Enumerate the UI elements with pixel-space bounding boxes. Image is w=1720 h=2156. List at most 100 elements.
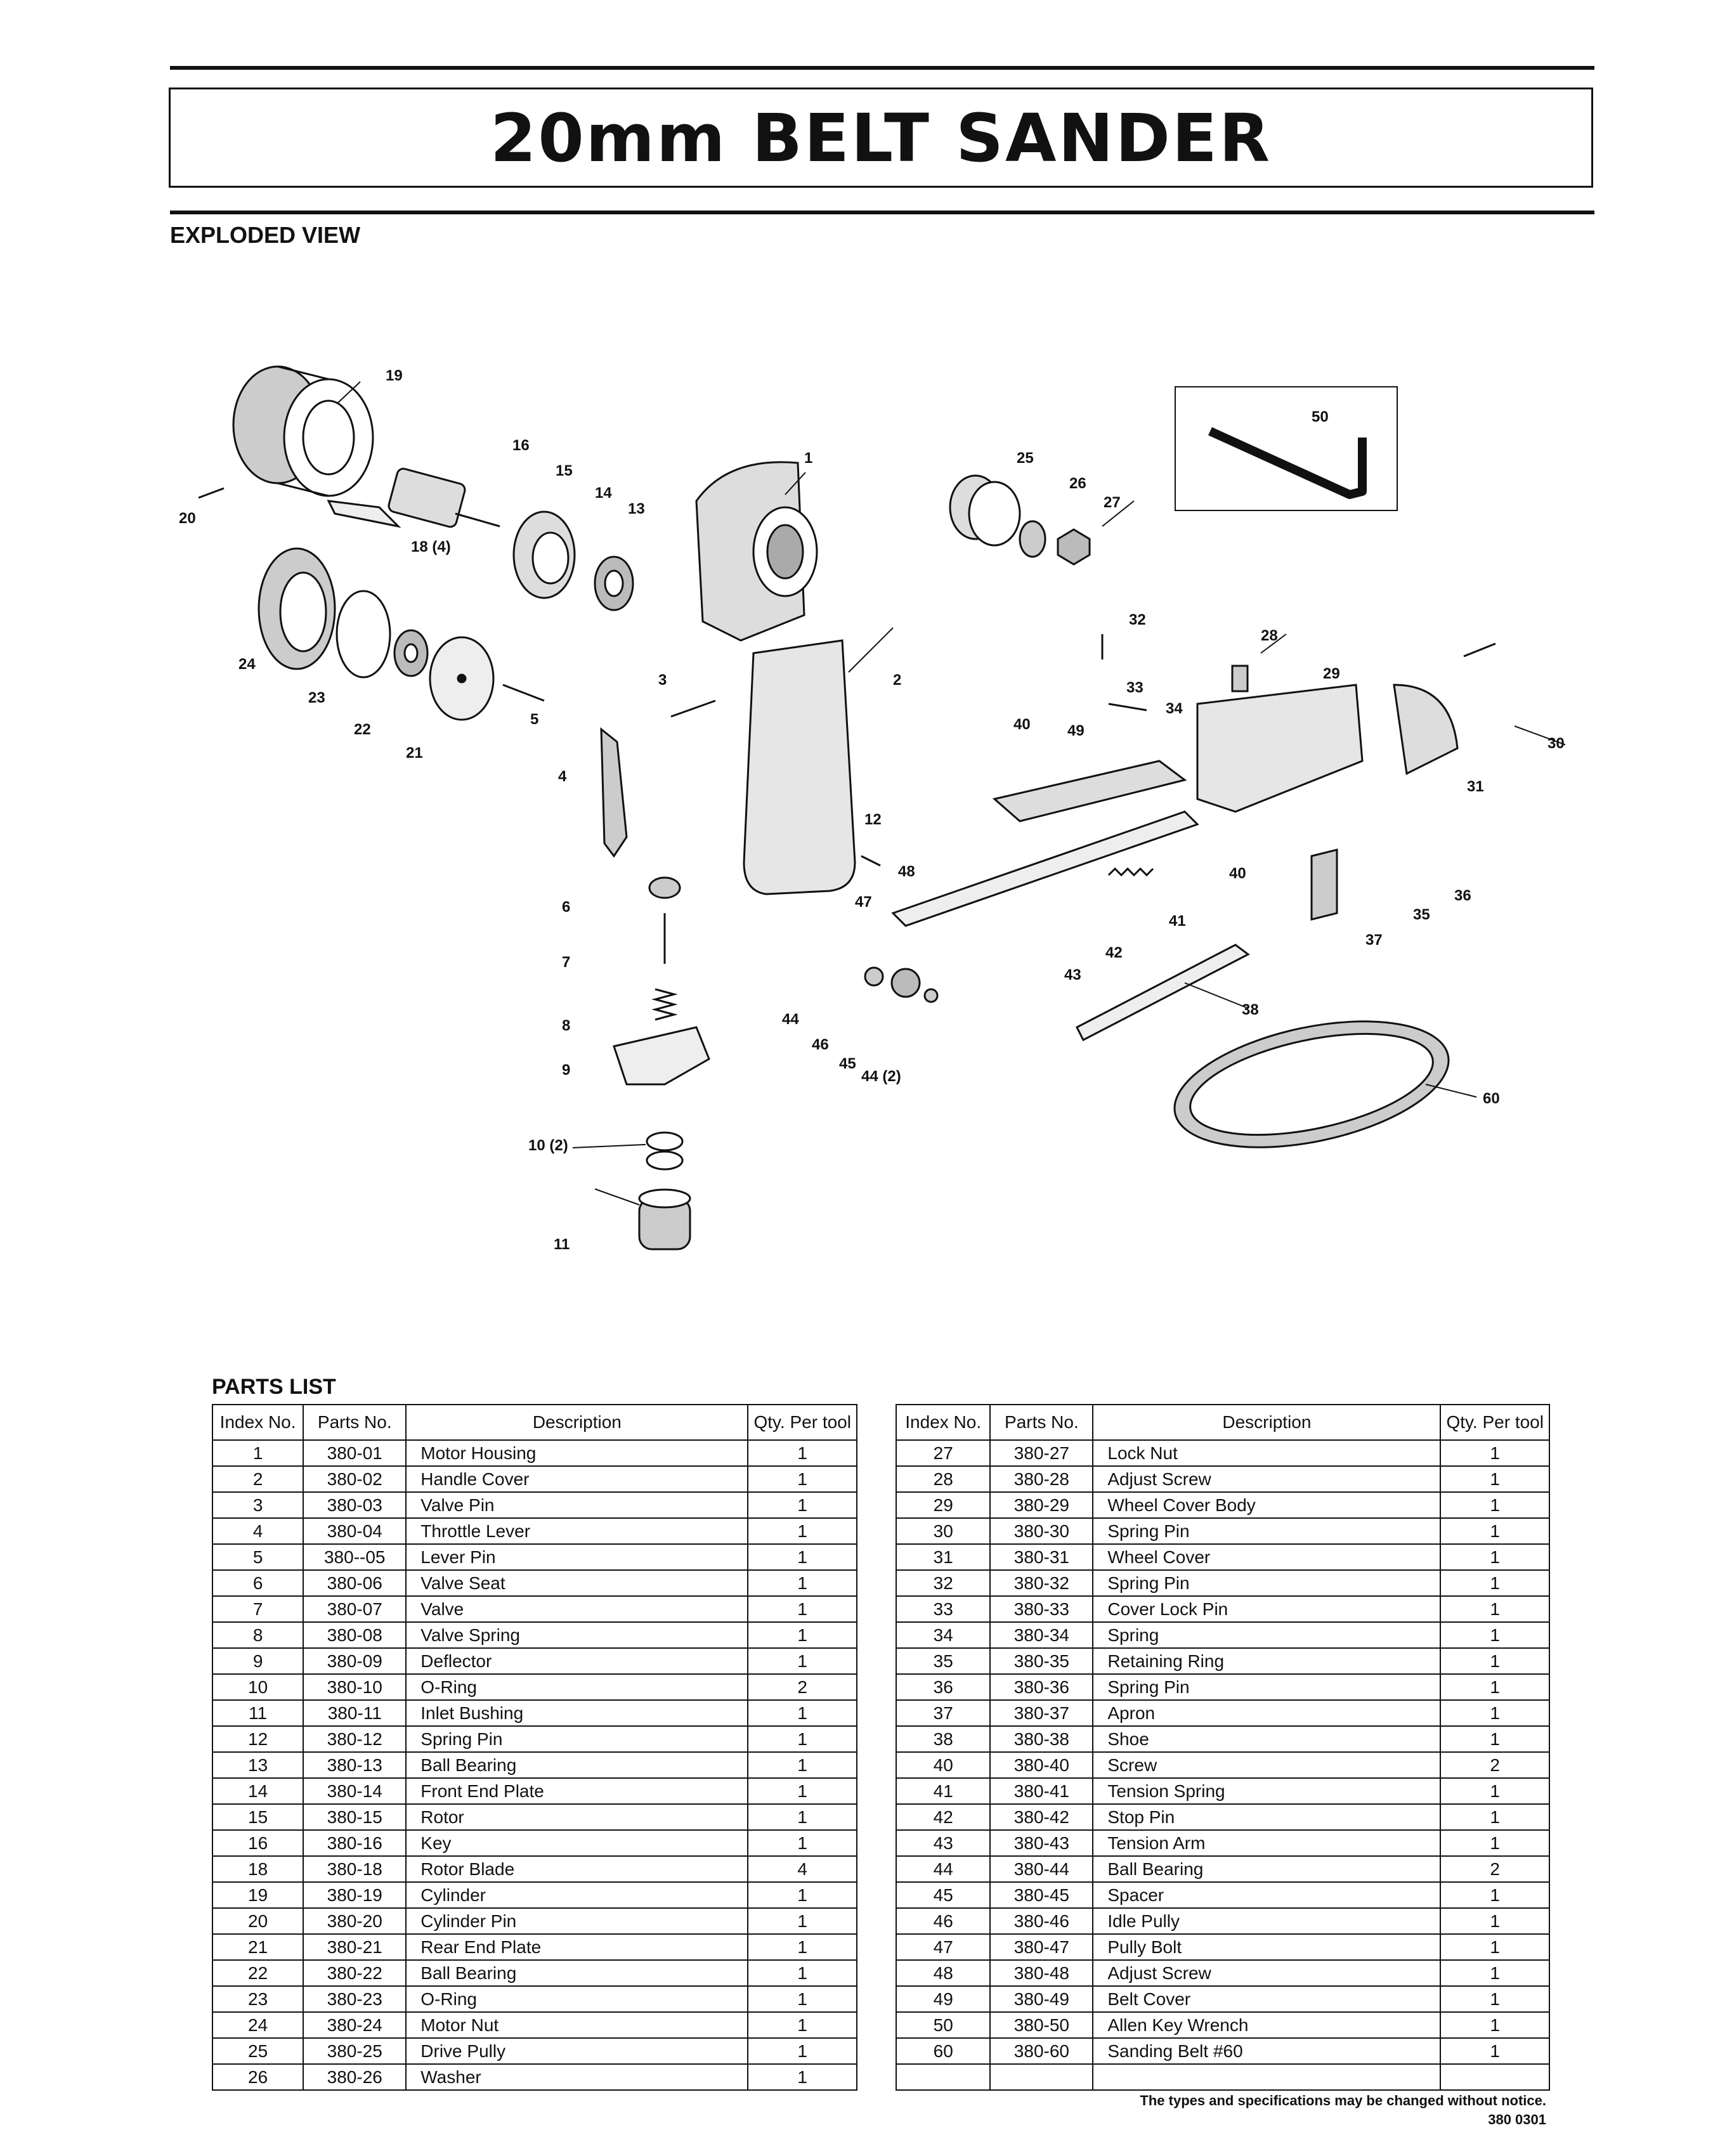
cell-qty: 1 — [747, 1517, 857, 1545]
diagram-label: 29 — [1323, 665, 1340, 682]
cell-description: Wheel Cover Body — [1092, 1491, 1442, 1519]
cell-index — [895, 2063, 991, 2091]
cell-qty: 1 — [1440, 1725, 1550, 1753]
cell-index: 42 — [895, 1803, 991, 1831]
cell-index: 29 — [895, 1491, 991, 1519]
table-row — [895, 2063, 1550, 2091]
cell-description: Adjust Screw — [1092, 1465, 1442, 1493]
diagram-label: 27 — [1104, 494, 1121, 511]
cell-qty: 1 — [747, 1725, 857, 1753]
apron-part — [1310, 848, 1338, 921]
parts-table-right: Index No. Parts No. Description Qty. Per… — [895, 1404, 1550, 2091]
cell-qty: 4 — [747, 1855, 857, 1883]
cell-part-no: 380-27 — [989, 1439, 1094, 1467]
cell-part-no: 380-15 — [303, 1803, 407, 1831]
cell-description: Valve Seat — [405, 1569, 749, 1597]
cylinder-pin-part — [198, 487, 225, 499]
cell-part-no: 380-31 — [989, 1543, 1094, 1571]
cell-part-no: 380-43 — [989, 1829, 1094, 1857]
wheel-cover-body-part — [1196, 684, 1364, 813]
title-box: 20mm BELT SANDER — [169, 88, 1593, 188]
diagram-label: 50 — [1312, 408, 1329, 425]
cell-description: Valve — [405, 1595, 749, 1623]
cell-qty: 1 — [747, 2037, 857, 2065]
cell-index: 25 — [211, 2037, 304, 2065]
cell-qty: 1 — [1440, 1699, 1550, 1727]
diagram-label: 41 — [1169, 912, 1186, 930]
cell-index: 40 — [895, 1751, 991, 1779]
cell-part-no: 380-30 — [989, 1517, 1094, 1545]
cell-qty: 1 — [1440, 1491, 1550, 1519]
diagram-label: 49 — [1067, 722, 1085, 739]
diagram-label: 60 — [1483, 1090, 1500, 1107]
cell-part-no: 380-16 — [303, 1829, 407, 1857]
deflector-part — [613, 1026, 710, 1086]
cell-qty: 1 — [1440, 1569, 1550, 1597]
cell-qty: 1 — [1440, 1777, 1550, 1805]
cell-description: Cylinder Pin — [405, 1907, 749, 1935]
page-title: 20mm BELT SANDER — [490, 100, 1272, 177]
cell-description: Rear End Plate — [405, 1933, 749, 1961]
cell-part-no: 380-04 — [303, 1517, 407, 1545]
top-rule — [170, 66, 1594, 70]
cell-description: Spring — [1092, 1621, 1442, 1649]
cell-index: 45 — [895, 1881, 991, 1909]
diagram-label: 16 — [512, 437, 530, 454]
column-header-description: Description — [405, 1404, 749, 1441]
motor-housing-part — [695, 461, 818, 642]
cell-description: Pully Bolt — [1092, 1933, 1442, 1961]
diagram-label: 33 — [1126, 679, 1143, 696]
cell-part-no: 380-36 — [989, 1673, 1094, 1701]
cell-qty: 1 — [1440, 2011, 1550, 2039]
cell-part-no: 380-23 — [303, 1985, 407, 2013]
cell-qty: 1 — [747, 1647, 857, 1675]
cell-qty: 1 — [1440, 1517, 1550, 1545]
table-header-row: Index No. Parts No. Description Qty. Per… — [211, 1404, 857, 1441]
diagram-label: 2 — [893, 672, 901, 689]
cell-description: Tension Spring — [1092, 1777, 1442, 1805]
cell-description: Motor Nut — [405, 2011, 749, 2039]
diagram-label: 15 — [556, 462, 573, 479]
diagram-label: 44 — [782, 1011, 799, 1028]
cell-description: Spring Pin — [1092, 1517, 1442, 1545]
title-bottom-rule — [170, 211, 1594, 214]
cell-index: 27 — [895, 1439, 991, 1467]
diagram-label: 3 — [658, 672, 667, 689]
cell-qty: 1 — [747, 1439, 857, 1467]
diagram-label: 40 — [1013, 716, 1031, 733]
ball-bearing-part-22 — [393, 629, 429, 677]
diagram-label: 24 — [238, 656, 256, 673]
washer-part — [1019, 520, 1046, 558]
cell-description: Ball Bearing — [405, 1959, 749, 1987]
diagram-label: 6 — [562, 899, 570, 916]
spring-pin-part-30 — [1463, 642, 1496, 658]
cell-index: 2 — [211, 1465, 304, 1493]
diagram-label: 37 — [1365, 932, 1383, 949]
cell-description: Drive Pully — [405, 2037, 749, 2065]
cell-index: 49 — [895, 1985, 991, 2013]
cell-part-no: 380-28 — [989, 1465, 1094, 1493]
cell-qty: 1 — [1440, 1907, 1550, 1935]
cell-part-no: 380-34 — [989, 1621, 1094, 1649]
cell-index: 6 — [211, 1569, 304, 1597]
cell-part-no: 380-12 — [303, 1725, 407, 1753]
cell-index: 7 — [211, 1595, 304, 1623]
cell-part-no: 380-06 — [303, 1569, 407, 1597]
cell-description: Spring Pin — [1092, 1673, 1442, 1701]
cell-index: 47 — [895, 1933, 991, 1961]
idle-pully-part — [890, 968, 921, 998]
cell-qty: 1 — [747, 1933, 857, 1961]
cell-description: Washer — [405, 2063, 749, 2091]
